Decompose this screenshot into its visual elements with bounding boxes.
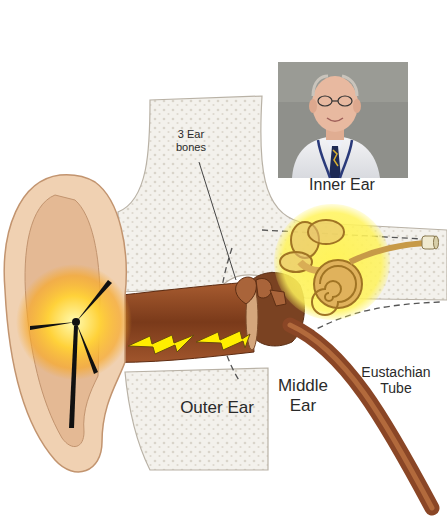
ossicles [236,277,286,306]
doctor-photo-part [353,99,361,113]
doctor-photo-part [312,76,358,132]
wind-turbine [30,280,112,428]
nerve-end-part [434,236,439,249]
part-label: Outer Ear [168,398,266,418]
doctor-photo-part [313,76,357,96]
doctor-photo [278,62,408,178]
doctor-photo-part [292,136,380,178]
doctor-photo-part-part [318,96,332,106]
doctor-photo-part [309,99,317,113]
doctor-photo-part [329,146,341,178]
doctor-photo-part [327,118,343,121]
part-label: Inner Ear [290,176,394,194]
part-label: Middle Ear [272,376,334,415]
inner-ear-labyrinth [280,220,425,315]
eustachian-tube [290,325,432,508]
eustachian-tube-highlight [290,325,432,508]
doctor-photo-part [318,140,330,178]
ossicles-part [256,278,272,298]
doctor-photo-part [278,62,408,178]
wind-turbine-part [76,322,98,374]
inner-ear-glow [274,204,390,320]
nerve-end [422,236,439,249]
wind-turbine-part [30,322,76,330]
inner-ear-labyrinth-part [312,266,356,315]
inner-ear-labyrinth-part [350,243,425,262]
wind-turbine-part [69,326,78,428]
lightning-bolt [196,331,250,350]
doctor-photo-part [318,96,352,106]
doctor-photo-part-part [332,100,338,101]
doctor-photo-part [333,150,338,166]
ossicles-part [270,290,286,306]
ossicles-part [236,277,257,304]
wind-turbine-part [72,318,80,326]
leader-line [199,162,236,280]
wind-turbine-part [76,280,112,322]
doctor-photo-part-part [338,96,352,106]
part-label: Eustachian Tube [352,364,440,396]
inner-ear-labyrinth-part [308,220,344,244]
part-label: 3 Ear bones [166,128,216,153]
doctor-photo-part [340,140,352,178]
temporal-bone-lower [125,368,268,470]
lightning-bolt [128,335,194,354]
